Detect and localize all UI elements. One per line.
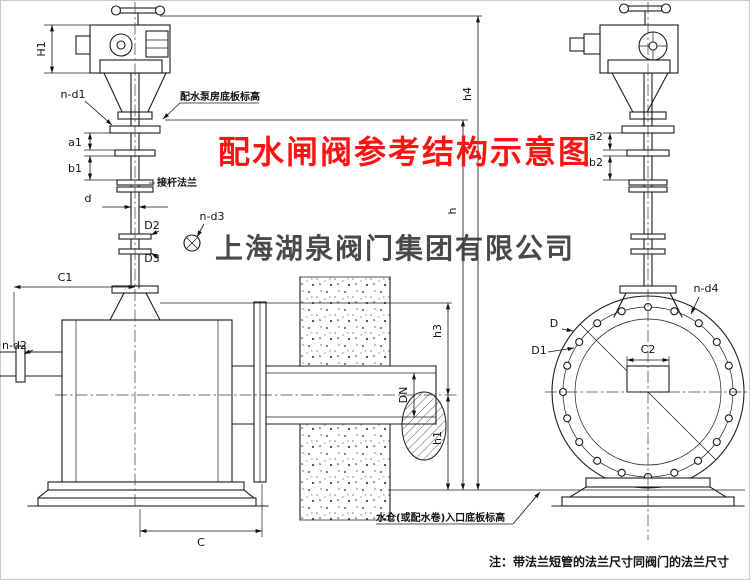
dim-label-h4: h4 — [461, 87, 474, 101]
valve-body-outline — [61, 319, 233, 483]
bolt-hole — [712, 337, 721, 347]
dim-d: d — [85, 192, 168, 210]
handwheel-knob-icon — [110, 5, 122, 16]
dim-H1: H1 — [35, 25, 55, 73]
dim-label-h3: h3 — [431, 324, 444, 338]
dim-label-h: h — [446, 207, 459, 214]
bolt-hole — [693, 456, 703, 465]
dim-label-C1: C1 — [58, 271, 73, 284]
dim-label-DN: DN — [397, 387, 410, 404]
dim-h4: h4 — [461, 16, 481, 490]
dim-C1: C1 — [13, 271, 135, 346]
dim-label-a2: a2 — [589, 130, 603, 143]
extension-lines — [44, 15, 745, 491]
dim-label-d: d — [85, 192, 92, 205]
bolt-hole — [670, 307, 679, 316]
bolt-holes — [558, 302, 738, 482]
dim-a1: a1 — [68, 132, 115, 151]
footnote: 注：带法兰短管的法兰尺寸同阀门的法兰尺寸 — [489, 554, 729, 569]
dim-label-D1: D1 — [531, 344, 546, 357]
dim-D3: D3 — [144, 252, 159, 265]
right-actuator — [569, 3, 679, 74]
dim-n-d1: n-d1 — [61, 88, 113, 126]
callout-stem-flange: 接杆法兰 — [149, 176, 197, 189]
bolt-hole — [575, 337, 584, 347]
handwheel-knob-icon — [660, 3, 672, 14]
bolt-hole — [563, 414, 572, 423]
right-bonnet — [613, 292, 683, 318]
left-valve-body — [61, 285, 233, 483]
bolt-hole — [563, 361, 572, 370]
dim-C2: C2 — [626, 343, 670, 366]
callout-pump-floor: 配水泵房底板标高 — [162, 90, 260, 120]
bolt-hole — [724, 361, 733, 370]
dim-label-D: D — [550, 317, 558, 330]
callout-inlet-floor: 水仓(或配水卷)入口底板标高 — [375, 491, 541, 525]
dim-n-d3: n-d3 — [196, 210, 225, 238]
dim-a2: a2 — [589, 130, 627, 151]
dim-label-a1: a1 — [68, 136, 82, 149]
dim-label-b1: b1 — [68, 162, 82, 175]
bolt-hole — [617, 307, 626, 316]
left-inlet-nozzle — [0, 345, 63, 383]
callouts: 配水泵房底板标高 接杆法兰 水仓(或配水卷)入口底板标高 — [149, 90, 541, 525]
text-overlays: 配水闸阀参考结构示意图 上海湖泉阀门集团有限公司 注：带法兰短管的法兰尺寸同阀门… — [215, 133, 729, 569]
bolt-hole — [712, 437, 721, 447]
dim-label-D2: D2 — [144, 219, 159, 232]
nozzle-flange — [15, 345, 26, 383]
dim-D2: D2 — [144, 219, 160, 236]
bolt-hole — [670, 468, 679, 477]
bolt-hole — [724, 414, 733, 423]
drawing-title: 配水闸阀参考结构示意图 — [218, 133, 592, 171]
dim-b2: b2 — [589, 155, 629, 181]
left-view — [0, 5, 447, 521]
stem-flange-label: 接杆法兰 — [157, 176, 197, 189]
bolt-hole — [575, 437, 584, 447]
bolt-hole — [694, 319, 703, 328]
centerlines — [55, 2, 748, 540]
left-base — [27, 481, 269, 507]
dim-C: C — [139, 484, 263, 549]
dim-label-H1: H1 — [35, 41, 48, 56]
handwheel-knob-icon — [154, 5, 166, 16]
company-watermark: 上海湖泉阀门集团有限公司 — [215, 232, 575, 265]
concrete-wall — [299, 276, 391, 521]
bolt-hole — [617, 468, 626, 477]
left-actuator — [75, 5, 171, 74]
dim-n-d4: n-d4 — [690, 282, 719, 315]
dim-h: h — [446, 120, 466, 490]
dim-b1: b1 — [68, 155, 117, 181]
bolt-hole — [593, 319, 602, 328]
dim-label-n-d4: n-d4 — [694, 282, 719, 295]
bolt-hole — [593, 456, 602, 465]
pump-floor-label: 配水泵房底板标高 — [180, 90, 260, 103]
dimensions: H1 n-d1 a1 b1 d D2 n-d3 — [2, 16, 718, 549]
dim-DN: DN — [397, 373, 417, 417]
dim-D1: D1 — [531, 344, 575, 357]
dim-n-d2: n-d2 — [2, 339, 34, 355]
actuator-motor — [583, 33, 601, 55]
dim-D: D — [550, 317, 574, 332]
pipe-flange-plate — [253, 301, 267, 483]
dim-label-n-d2: n-d2 — [2, 339, 27, 352]
dim-label-n-d1: n-d1 — [61, 88, 86, 101]
inlet-floor-label: 水仓(或配水卷)入口底板标高 — [375, 511, 505, 524]
handwheel-knob-icon — [618, 3, 630, 14]
dim-label-h1: h1 — [431, 431, 444, 445]
dim-label-C: C — [197, 536, 205, 549]
dim-h1: h1 — [431, 395, 451, 490]
actuator-motor — [75, 35, 91, 55]
dim-label-b2: b2 — [589, 156, 603, 169]
dim-label-n-d3: n-d3 — [200, 210, 225, 223]
dim-h3: h3 — [431, 303, 451, 395]
bolt-hole-symbol — [183, 234, 201, 252]
handwheel-bar — [113, 7, 163, 14]
dim-label-C2: C2 — [641, 343, 656, 356]
